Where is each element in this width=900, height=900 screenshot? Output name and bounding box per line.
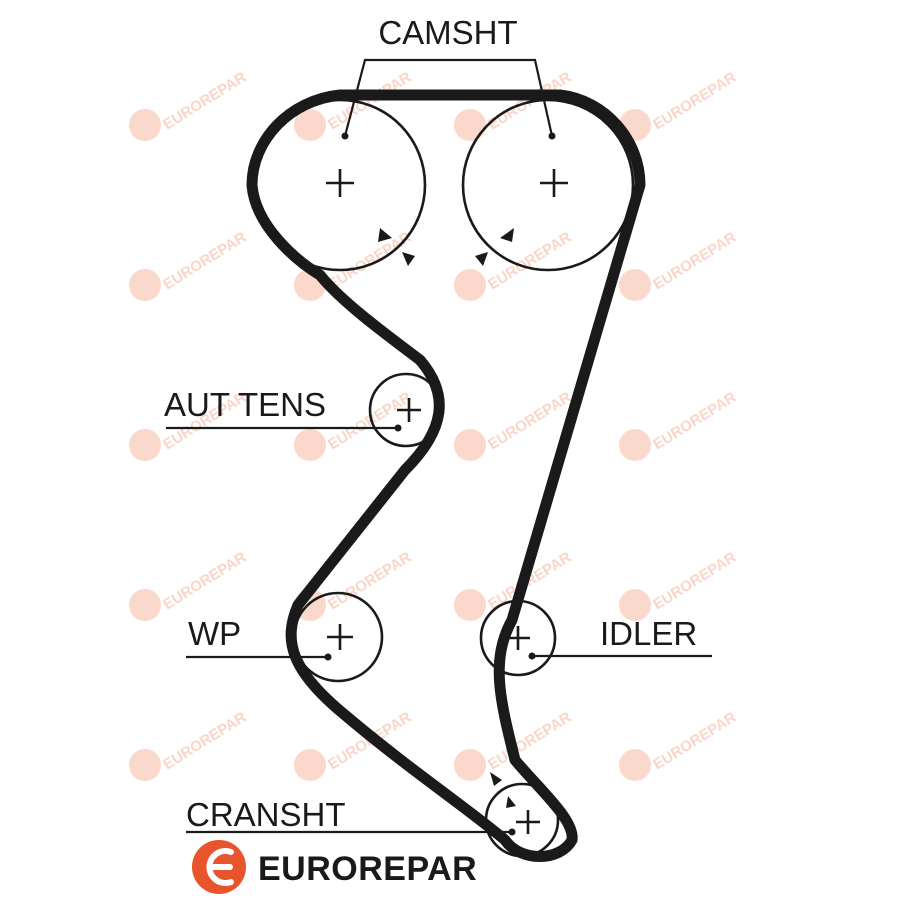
svg-text:EUROREPAR: EUROREPAR — [650, 709, 739, 774]
svg-text:EUROREPAR: EUROREPAR — [485, 709, 574, 774]
svg-text:EUROREPAR: EUROREPAR — [650, 69, 739, 134]
camshaft-pulley-left — [253, 98, 427, 272]
svg-text:EUROREPAR: EUROREPAR — [650, 549, 739, 614]
watermark-logo: EUROREPAR — [619, 549, 740, 621]
water-pump-pulley — [292, 591, 384, 683]
watermark-logo: EUROREPAR — [129, 709, 250, 781]
camshaft-pulley-right — [461, 98, 635, 272]
watermark-logo: EUROREPAR — [129, 69, 250, 141]
watermark-logo: EUROREPAR — [454, 69, 575, 141]
svg-text:EUROREPAR: EUROREPAR — [160, 229, 249, 294]
water-pump-label: WP — [188, 615, 241, 652]
timing-mark-arrows-cam — [378, 228, 514, 266]
idler-pulley — [479, 599, 557, 677]
watermark-logo: EUROREPAR — [619, 389, 740, 461]
timing-belt — [246, 89, 646, 862]
watermark-logo: EUROREPAR — [619, 229, 740, 301]
svg-text:EUROREPAR: EUROREPAR — [160, 549, 249, 614]
leader-lines — [166, 58, 712, 834]
svg-text:EUROREPAR: EUROREPAR — [650, 229, 739, 294]
eurorepar-logo: EUROREPAR — [192, 840, 477, 894]
crankshaft-pulley — [484, 772, 560, 858]
watermark-logo: EUROREPAR — [619, 709, 740, 781]
svg-text:EUROREPAR: EUROREPAR — [485, 229, 574, 294]
watermark-logo: EUROREPAR — [129, 549, 250, 621]
watermark-logo: EUROREPAR — [454, 229, 575, 301]
watermark-logo: EUROREPAR — [619, 69, 740, 141]
svg-text:EUROREPAR: EUROREPAR — [650, 389, 739, 454]
eurorepar-logo-text: EUROREPAR — [258, 850, 477, 888]
svg-text:EUROREPAR: EUROREPAR — [160, 69, 249, 134]
tensioner-label: AUT TENS — [164, 386, 326, 423]
crankshaft-label: CRANSHT — [186, 796, 346, 833]
tensioner-pulley — [368, 372, 444, 448]
svg-text:EUROREPAR: EUROREPAR — [160, 709, 249, 774]
svg-text:EUROREPAR: EUROREPAR — [325, 389, 414, 454]
idler-label: IDLER — [600, 615, 697, 652]
watermark-logo: EUROREPAR — [129, 229, 250, 301]
camshaft-label: CAMSHT — [378, 14, 517, 51]
svg-text:EUROREPAR: EUROREPAR — [325, 229, 414, 294]
